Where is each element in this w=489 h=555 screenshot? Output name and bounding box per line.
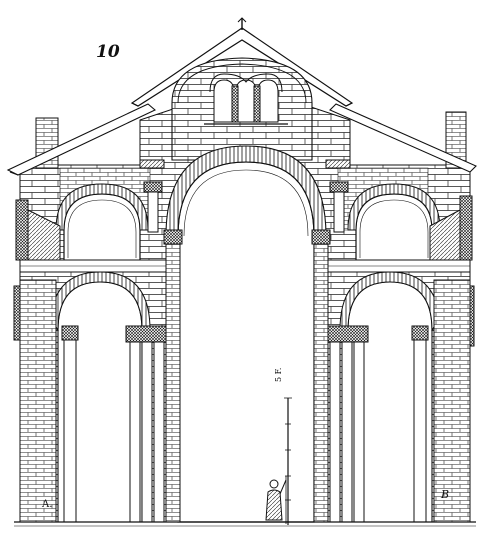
left-aisle-roof <box>6 103 157 176</box>
label-a: A. <box>42 499 53 510</box>
scale-label: 5 F. <box>274 367 283 382</box>
central-piers <box>163 229 331 523</box>
gallery-columns <box>139 159 351 233</box>
figure-number: 10 <box>96 42 120 62</box>
gallery-arch-left <box>55 183 149 262</box>
column-cluster-left <box>19 279 167 523</box>
scale-human-figure <box>265 476 287 524</box>
central-great-arch <box>165 145 327 523</box>
right-aisle-roof <box>329 103 477 173</box>
central-gable-roof <box>130 17 354 107</box>
label-b: B <box>441 488 450 501</box>
gallery-arch-right <box>347 183 441 262</box>
right-tower-stub <box>445 111 467 169</box>
wall-section-left <box>13 199 61 341</box>
tower-triple-window <box>204 73 288 125</box>
scale-bar <box>284 397 292 525</box>
